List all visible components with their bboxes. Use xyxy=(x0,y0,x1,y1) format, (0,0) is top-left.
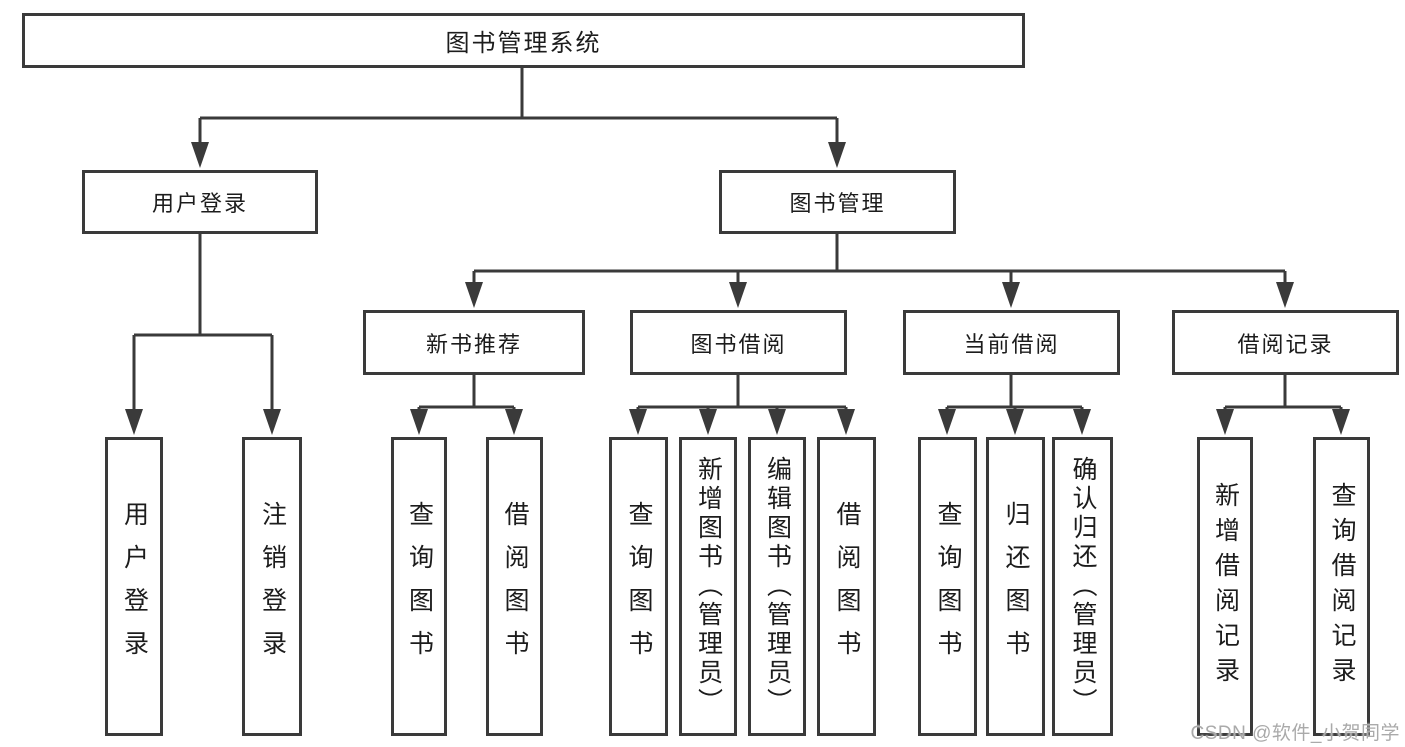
node-book-mgmt: 图书管理 xyxy=(719,170,956,234)
arrowhead-icon xyxy=(1006,409,1024,435)
node-label: 图书管理 xyxy=(789,191,886,216)
node-add-borrow-record: 新增借阅记录 xyxy=(1197,437,1253,736)
node-borrow-record: 借阅记录 xyxy=(1172,310,1399,375)
connector-path xyxy=(417,375,516,421)
node-current-borrow: 当前借阅 xyxy=(903,310,1120,375)
watermark: CSDN @软件_小贺同学 xyxy=(1190,723,1400,744)
arrowhead-icon xyxy=(699,409,717,435)
node-new-book-rec: 新书推荐 xyxy=(363,310,585,375)
node-add-book-admin: 新增图书（管理员） xyxy=(679,437,737,736)
node-login: 用户登录 xyxy=(105,437,163,736)
arrowhead-icon xyxy=(729,282,747,308)
node-edit-book-admin: 编辑图书（管理员） xyxy=(748,437,806,736)
node-logout: 注销登录 xyxy=(242,437,302,736)
arrowhead-icon xyxy=(1073,409,1091,435)
node-label: 注销登录 xyxy=(258,500,287,673)
node-label: 查询借阅记录 xyxy=(1328,481,1356,692)
node-label: 借阅图书 xyxy=(833,500,861,673)
node-root: 图书管理系统 xyxy=(22,13,1025,68)
arrowhead-icon xyxy=(629,409,647,435)
arrowhead-icon xyxy=(768,409,786,435)
node-query-borrow-record: 查询借阅记录 xyxy=(1313,437,1370,736)
node-borrow-book-rec: 借阅图书 xyxy=(486,437,543,736)
node-label: 图书借阅 xyxy=(690,331,787,357)
node-label: 图书管理系统 xyxy=(445,30,602,57)
node-label: 查询图书 xyxy=(625,500,653,673)
arrowhead-icon xyxy=(465,282,483,308)
node-book-borrow: 图书借阅 xyxy=(630,310,847,375)
node-query-book-rec: 查询图书 xyxy=(391,437,447,736)
node-borrow-book-borrow: 借阅图书 xyxy=(817,437,876,736)
arrowhead-icon xyxy=(1276,282,1294,308)
node-query-book-current: 查询图书 xyxy=(918,437,977,736)
connector-path xyxy=(1223,375,1343,421)
node-label: 用户登录 xyxy=(151,191,248,216)
node-label: 确认归还（管理员） xyxy=(1069,456,1097,717)
arrowhead-icon xyxy=(828,142,846,168)
node-query-book-borrow: 查询图书 xyxy=(609,437,668,736)
arrowhead-icon xyxy=(938,409,956,435)
node-label: 编辑图书（管理员） xyxy=(763,456,792,717)
arrowhead-icon xyxy=(191,142,209,168)
node-label: 新增借阅记录 xyxy=(1211,481,1240,692)
connector-path xyxy=(198,68,839,154)
node-label: 借阅记录 xyxy=(1237,331,1334,357)
node-label: 查询图书 xyxy=(405,500,434,673)
arrowhead-icon xyxy=(410,409,428,435)
node-label: 借阅图书 xyxy=(501,500,529,673)
node-label: 新增图书（管理员） xyxy=(694,456,723,717)
arrowhead-icon xyxy=(1002,282,1020,308)
arrowhead-icon xyxy=(263,409,281,435)
node-label: 归还图书 xyxy=(1002,500,1030,673)
arrowhead-icon xyxy=(1216,409,1234,435)
node-confirm-return-admin: 确认归还（管理员） xyxy=(1052,437,1113,736)
connector-path xyxy=(132,234,274,421)
node-label: 新书推荐 xyxy=(425,331,522,357)
node-label: 查询图书 xyxy=(934,500,962,673)
arrowhead-icon xyxy=(1332,409,1350,435)
node-user-login: 用户登录 xyxy=(82,170,318,234)
node-return-book: 归还图书 xyxy=(986,437,1045,736)
node-label: 当前借阅 xyxy=(963,331,1060,357)
node-label: 用户登录 xyxy=(120,500,149,673)
arrowhead-icon xyxy=(837,409,855,435)
arrowhead-icon xyxy=(125,409,143,435)
arrowhead-icon xyxy=(505,409,523,435)
